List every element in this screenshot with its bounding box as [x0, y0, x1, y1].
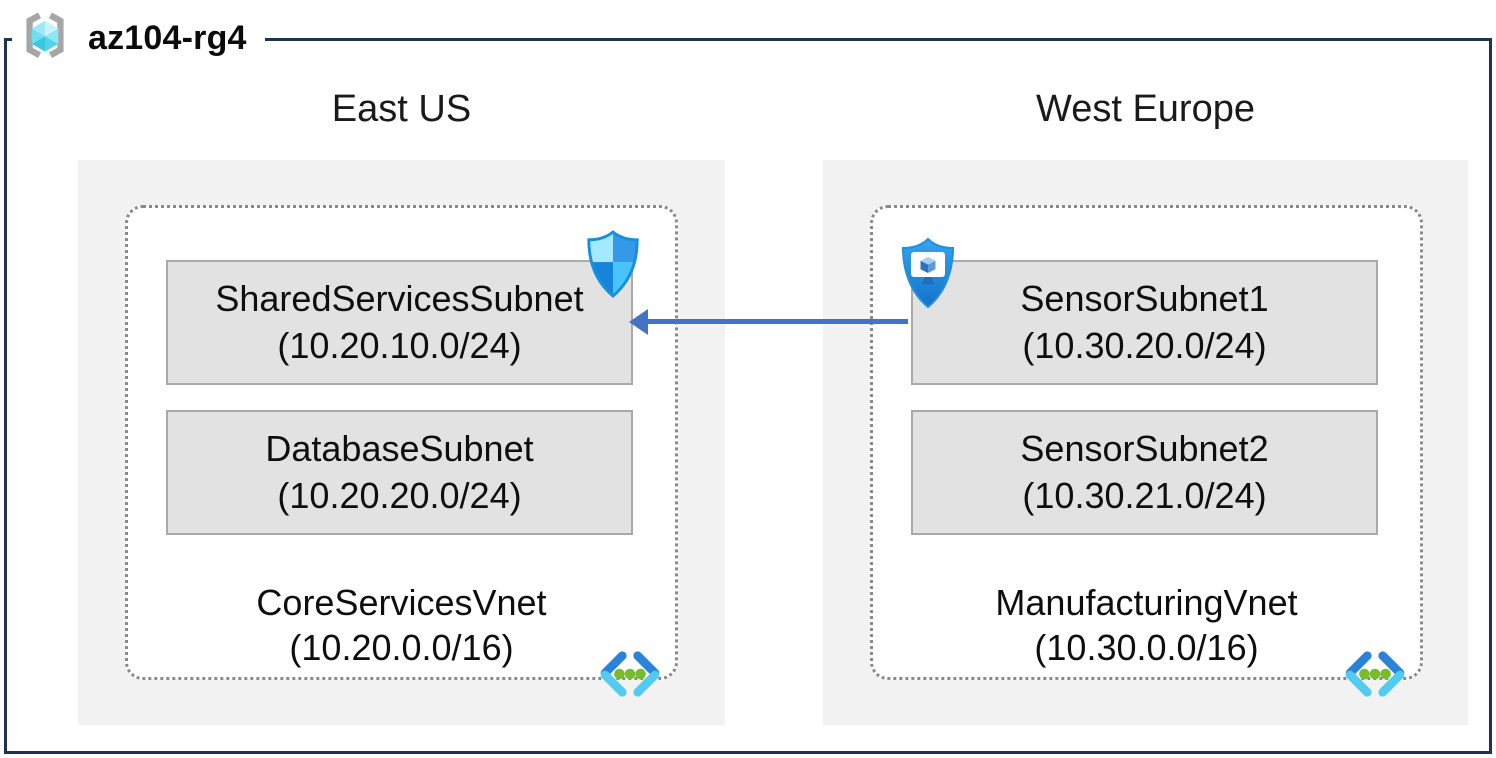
shield-quadrants-icon — [587, 230, 639, 298]
vnet-coreservices: SharedServicesSubnet (10.20.10.0/24) Dat… — [125, 205, 678, 697]
subnet-sensor1: SensorSubnet1 (10.30.20.0/24) — [911, 260, 1378, 385]
subnet-database: DatabaseSubnet (10.20.20.0/24) — [166, 410, 633, 535]
vnet-name-text: CoreServicesVnet — [256, 582, 547, 623]
vnet-label-manufacturing: ManufacturingVnet (10.30.0.0/16) — [873, 580, 1420, 670]
resource-group-border — [4, 38, 1492, 754]
resource-group-label: az104-rg4 — [12, 6, 265, 70]
vnet-manufacturing: SensorSubnet1 (10.30.20.0/24) SensorSubn… — [870, 205, 1423, 697]
virtual-network-icon — [1345, 651, 1405, 697]
vnet-cidr-text: (10.30.0.0/16) — [1034, 627, 1259, 668]
vnet-label-coreservices: CoreServicesVnet (10.20.0.0/16) — [128, 580, 675, 670]
subnet-sharedservices: SharedServicesSubnet (10.20.10.0/24) — [166, 260, 633, 385]
region-label-east-us: East US — [331, 88, 472, 130]
subnet-name: SensorSubnet2 — [1020, 428, 1269, 470]
region-label-west-europe: West Europe — [1036, 88, 1255, 130]
shield-monitor-icon — [901, 237, 955, 309]
vnet-cidr-text: (10.20.0.0/16) — [289, 627, 514, 668]
vnet-name-text: ManufacturingVnet — [995, 582, 1298, 623]
subnet-cidr: (10.30.21.0/24) — [1022, 474, 1267, 516]
subnet-name: SensorSubnet1 — [1020, 278, 1269, 320]
subnet-cidr: (10.20.10.0/24) — [277, 324, 522, 366]
peering-arrow-head — [629, 309, 648, 335]
subnet-sensor2: SensorSubnet2 (10.30.21.0/24) — [911, 410, 1378, 535]
subnet-name: DatabaseSubnet — [265, 428, 534, 470]
virtual-network-icon — [600, 651, 660, 697]
resource-group-icon — [26, 12, 64, 59]
resource-group-name: az104-rg4 — [88, 18, 247, 57]
subnet-cidr: (10.30.20.0/24) — [1022, 324, 1267, 366]
subnet-cidr: (10.20.20.0/24) — [277, 474, 522, 516]
subnet-name: SharedServicesSubnet — [215, 278, 584, 320]
peering-arrow-line — [645, 319, 908, 324]
